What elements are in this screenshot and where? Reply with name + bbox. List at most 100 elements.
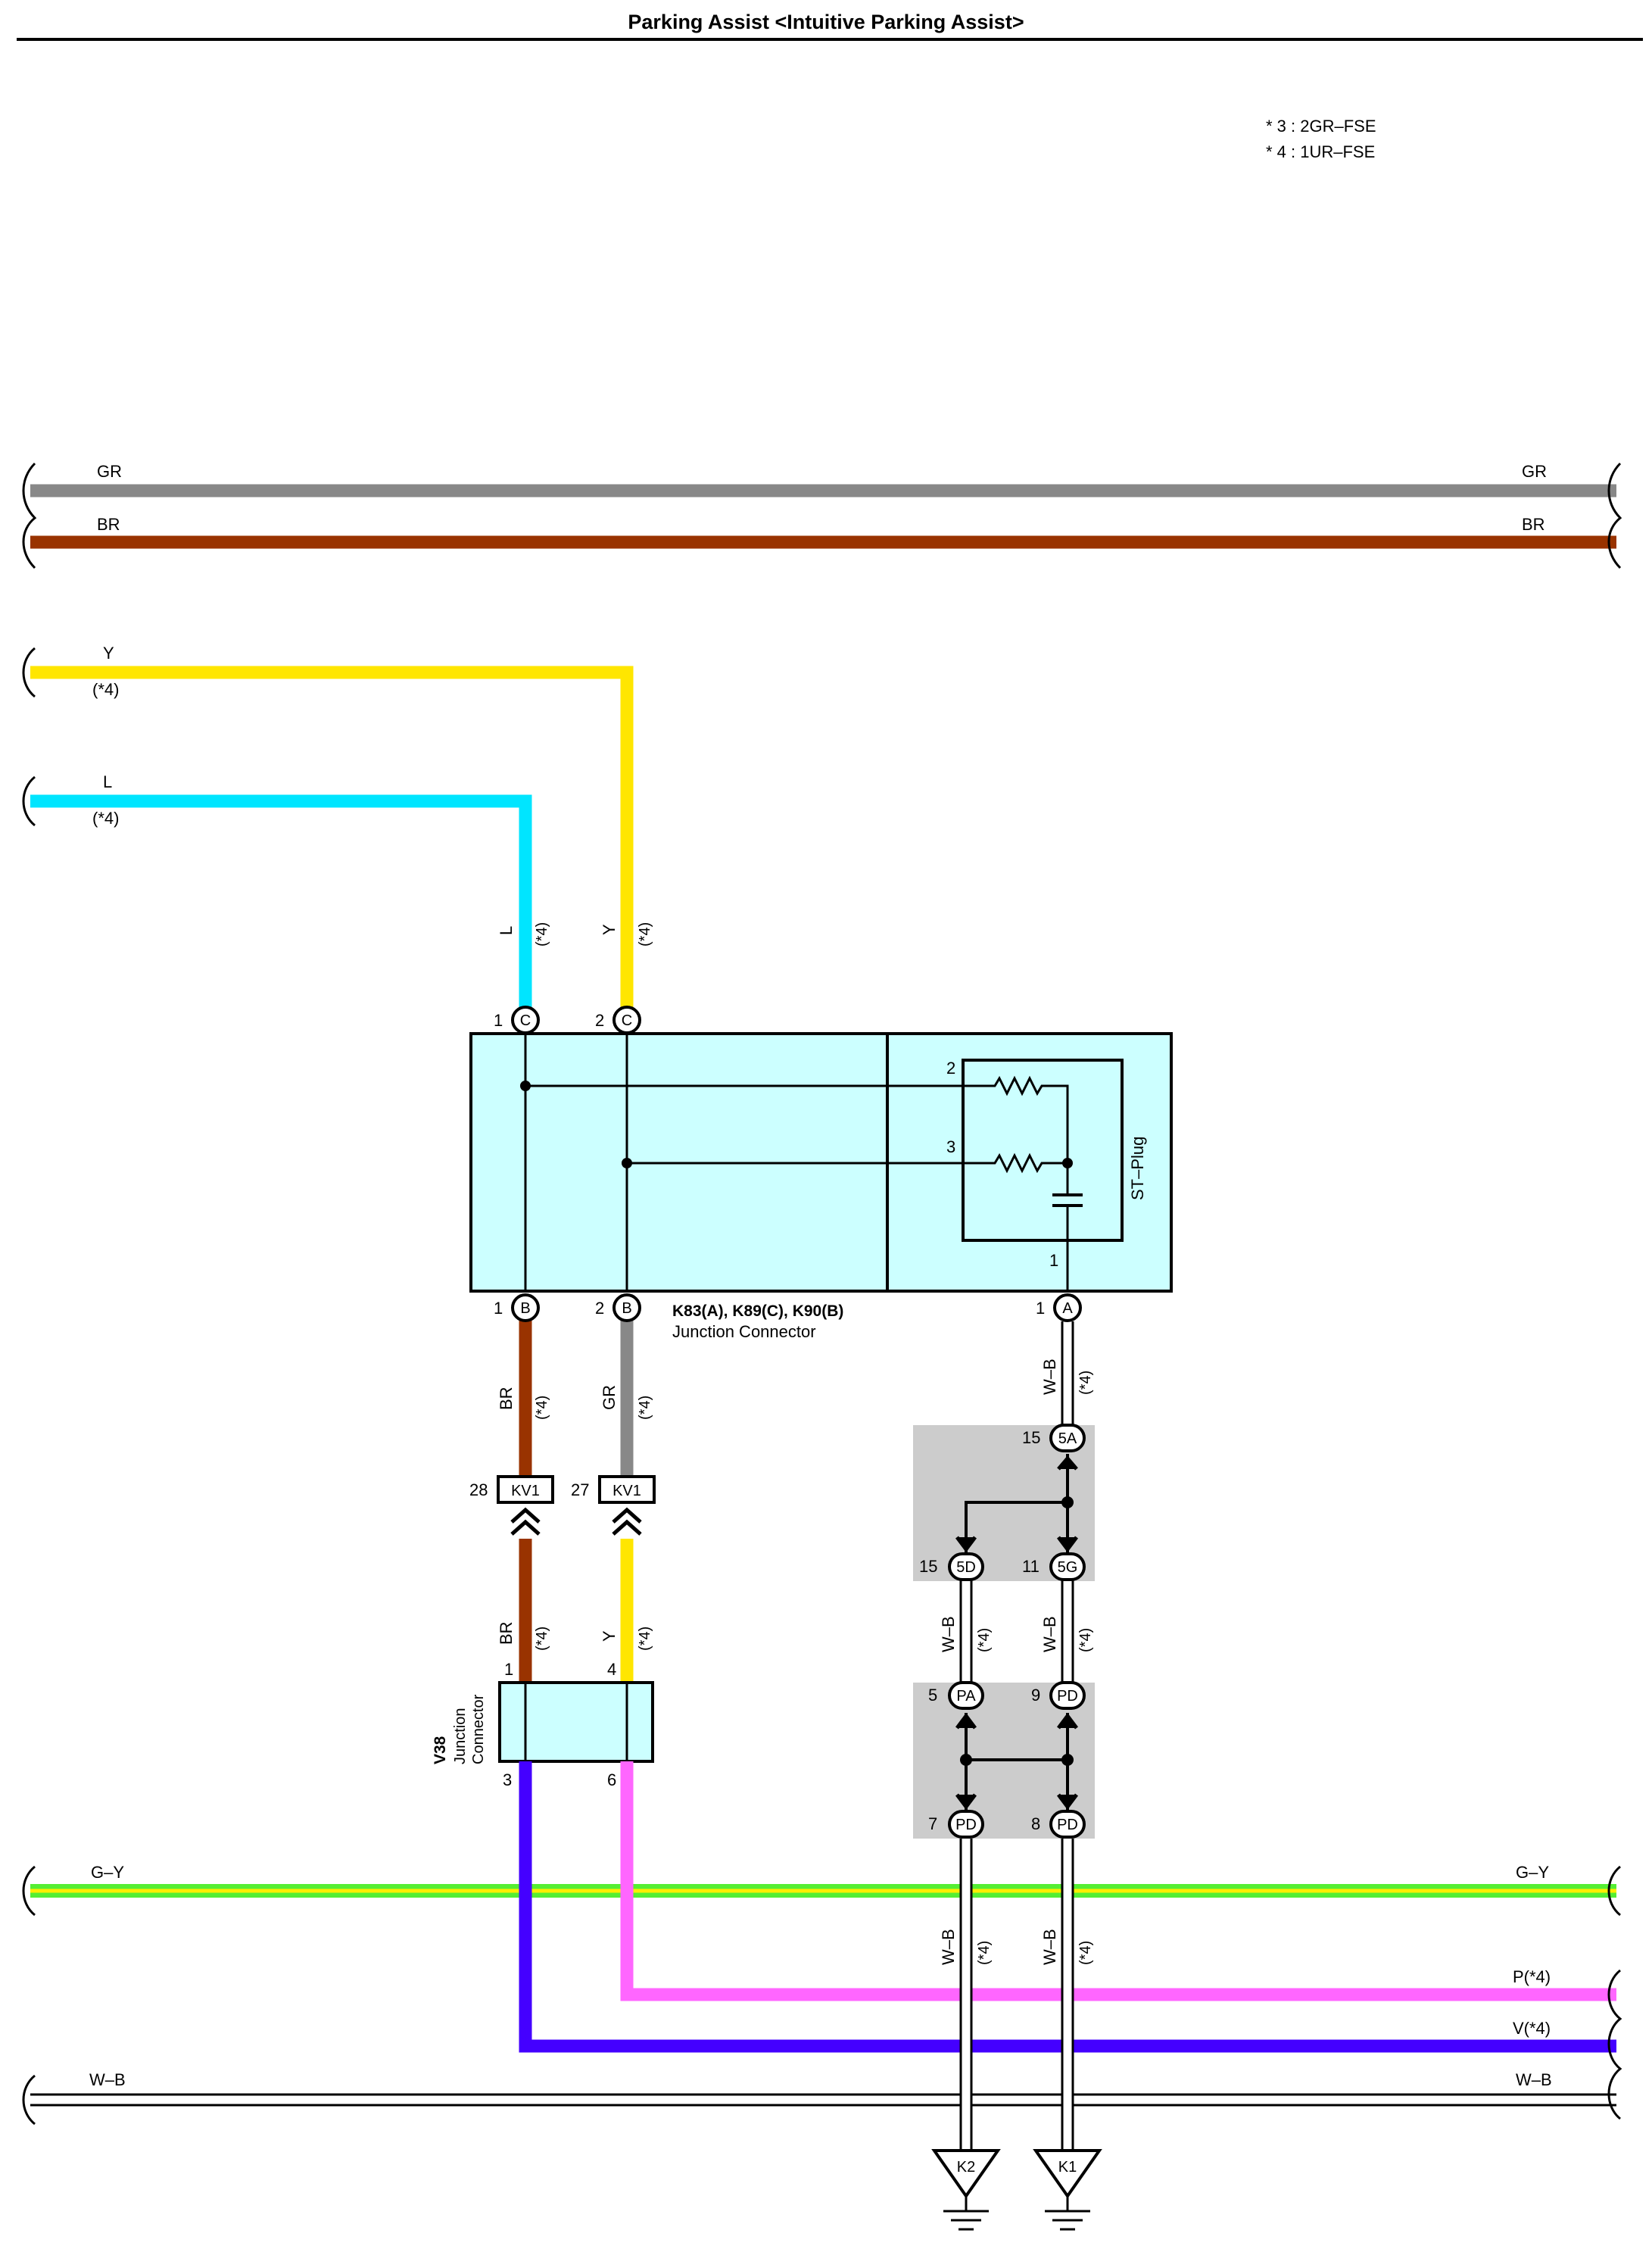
svg-text:(*4): (*4) bbox=[92, 809, 119, 828]
connector-pa: PA 5 bbox=[928, 1681, 984, 1710]
svg-text:PD: PD bbox=[1057, 1688, 1078, 1705]
svg-text:GR: GR bbox=[1522, 462, 1547, 481]
svg-text:5A: 5A bbox=[1058, 1430, 1077, 1447]
connector-kv1-pin-28: KV1 28 bbox=[469, 1475, 554, 1536]
svg-text:2: 2 bbox=[595, 1011, 604, 1030]
label-br-upper-note: (*4) bbox=[534, 1396, 550, 1420]
ground-k2-icon: K2 bbox=[931, 2149, 1001, 2231]
v38-junction-connector bbox=[498, 1681, 654, 1763]
svg-text:1: 1 bbox=[1036, 1299, 1045, 1318]
g-y-bus-wire: G–Y G–Y bbox=[30, 1863, 1616, 1898]
svg-text:K2: K2 bbox=[957, 2159, 975, 2176]
pin-a1: A 1 bbox=[1036, 1293, 1082, 1322]
connector-kv1-pin-27: KV1 27 bbox=[571, 1475, 656, 1536]
label-y-note: (*4) bbox=[637, 922, 653, 947]
label-wb-pd7: W–B bbox=[939, 1929, 958, 1965]
pin-c1: C 1 bbox=[494, 1006, 540, 1034]
label-br-lower: BR bbox=[497, 1621, 516, 1645]
l-input-wire: L (*4) bbox=[30, 772, 532, 1015]
label-gr-upper-note: (*4) bbox=[637, 1396, 653, 1420]
resistor-pin-3: 3 bbox=[946, 1137, 955, 1156]
svg-text:PA: PA bbox=[956, 1688, 976, 1705]
ground-k1-icon: K1 bbox=[1033, 2149, 1102, 2231]
v38-name-line1: Junction bbox=[452, 1708, 469, 1765]
v38-id: V38 bbox=[432, 1736, 449, 1764]
label-wb-5d-note: (*4) bbox=[976, 1628, 993, 1652]
label-br-lower-note: (*4) bbox=[534, 1627, 550, 1651]
pin-b2: B 2 bbox=[595, 1293, 641, 1322]
label-wb-5g-note: (*4) bbox=[1077, 1628, 1094, 1652]
label-l-vertical: L bbox=[497, 926, 516, 935]
connector-5a: 5A 15 bbox=[1022, 1424, 1086, 1452]
note-2gr-fse: * 3 : 2GR–FSE bbox=[1266, 117, 1376, 136]
connector-pd-pin-9: PD 9 bbox=[1031, 1681, 1086, 1710]
label-wb-5g: W–B bbox=[1040, 1616, 1059, 1652]
svg-text:KV1: KV1 bbox=[511, 1483, 540, 1499]
label-gr-upper: GR bbox=[600, 1385, 619, 1410]
svg-text:9: 9 bbox=[1031, 1686, 1040, 1705]
v38-pin-6: 6 bbox=[607, 1770, 616, 1789]
svg-text:15: 15 bbox=[919, 1557, 937, 1576]
svg-text:PD: PD bbox=[1057, 1817, 1078, 1833]
svg-text:Y: Y bbox=[103, 644, 114, 663]
st-plug-label: ST–Plug bbox=[1128, 1137, 1147, 1200]
svg-text:C: C bbox=[622, 1012, 632, 1029]
svg-text:C: C bbox=[520, 1012, 531, 1029]
label-wb-5d: W–B bbox=[939, 1616, 958, 1652]
connector-5g: 5G 11 bbox=[1022, 1552, 1086, 1581]
pin-b1: B 1 bbox=[494, 1293, 540, 1322]
svg-text:2: 2 bbox=[595, 1299, 604, 1318]
svg-text:8: 8 bbox=[1031, 1814, 1040, 1833]
label-y-lower-note: (*4) bbox=[637, 1627, 653, 1651]
upper-splice-wiring bbox=[955, 1454, 1078, 1553]
page-title: Parking Assist <Intuitive Parking Assist… bbox=[628, 11, 1024, 33]
v38-pin-4: 4 bbox=[607, 1660, 616, 1679]
junction-connector-type: Junction Connector bbox=[672, 1322, 816, 1341]
wire-break-marks bbox=[22, 462, 1622, 2126]
svg-text:W–B: W–B bbox=[1516, 2070, 1552, 2089]
br-bus-wire: BR BR bbox=[30, 515, 1616, 549]
svg-text:11: 11 bbox=[1022, 1557, 1040, 1576]
w-b-bus-wire: W–B W–B bbox=[30, 2070, 1616, 2107]
junction-connector-name: K83(A), K89(C), K90(B) bbox=[672, 1302, 843, 1320]
connector-pd-pin-7: PD 7 bbox=[928, 1810, 984, 1839]
junction-connector-k83-k89-k90 bbox=[469, 1032, 1173, 1293]
v38-name-line2: Connector bbox=[470, 1694, 487, 1764]
label-l-note: (*4) bbox=[534, 922, 550, 947]
p-output-wire: P(*4) bbox=[620, 1761, 1616, 2001]
v-output-wire: V(*4) bbox=[519, 1761, 1616, 2053]
svg-text:V(*4): V(*4) bbox=[1513, 2019, 1551, 2038]
svg-text:5G: 5G bbox=[1058, 1559, 1078, 1576]
svg-text:B: B bbox=[622, 1300, 631, 1317]
svg-text:G–Y: G–Y bbox=[1516, 1863, 1549, 1882]
svg-text:1: 1 bbox=[494, 1011, 503, 1030]
svg-text:A: A bbox=[1062, 1300, 1073, 1317]
svg-text:5D: 5D bbox=[956, 1559, 976, 1576]
svg-text:L: L bbox=[103, 772, 112, 791]
svg-text:PD: PD bbox=[955, 1817, 977, 1833]
connector-5d: 5D 15 bbox=[919, 1552, 984, 1581]
v38-pin-1: 1 bbox=[504, 1660, 513, 1679]
capacitor-pin-1: 1 bbox=[1049, 1251, 1058, 1270]
lower-splice-wiring bbox=[955, 1712, 1078, 1811]
svg-text:7: 7 bbox=[928, 1814, 937, 1833]
svg-text:1: 1 bbox=[494, 1299, 503, 1318]
svg-text:27: 27 bbox=[571, 1480, 589, 1499]
pin-c2: C 2 bbox=[595, 1006, 641, 1034]
svg-text:5: 5 bbox=[928, 1686, 937, 1705]
resistor-pin-2: 2 bbox=[946, 1059, 955, 1078]
gr-bus-wire: GR GR bbox=[30, 462, 1616, 498]
label-y-lower: Y bbox=[600, 1630, 619, 1642]
y-input-wire: Y (*4) bbox=[30, 644, 634, 1015]
svg-text:15: 15 bbox=[1022, 1428, 1040, 1447]
svg-text:(*4): (*4) bbox=[92, 680, 119, 699]
label-y-vertical: Y bbox=[600, 924, 619, 935]
label-wb-pd7-note: (*4) bbox=[976, 1941, 993, 1965]
connector-pd-pin-8: PD 8 bbox=[1031, 1810, 1086, 1839]
svg-text:W–B: W–B bbox=[89, 2070, 126, 2089]
label-wb-pd8-note: (*4) bbox=[1077, 1941, 1094, 1965]
svg-text:BR: BR bbox=[97, 515, 120, 534]
svg-text:K1: K1 bbox=[1058, 2159, 1077, 2176]
label-wb-a1: W–B bbox=[1040, 1358, 1059, 1395]
